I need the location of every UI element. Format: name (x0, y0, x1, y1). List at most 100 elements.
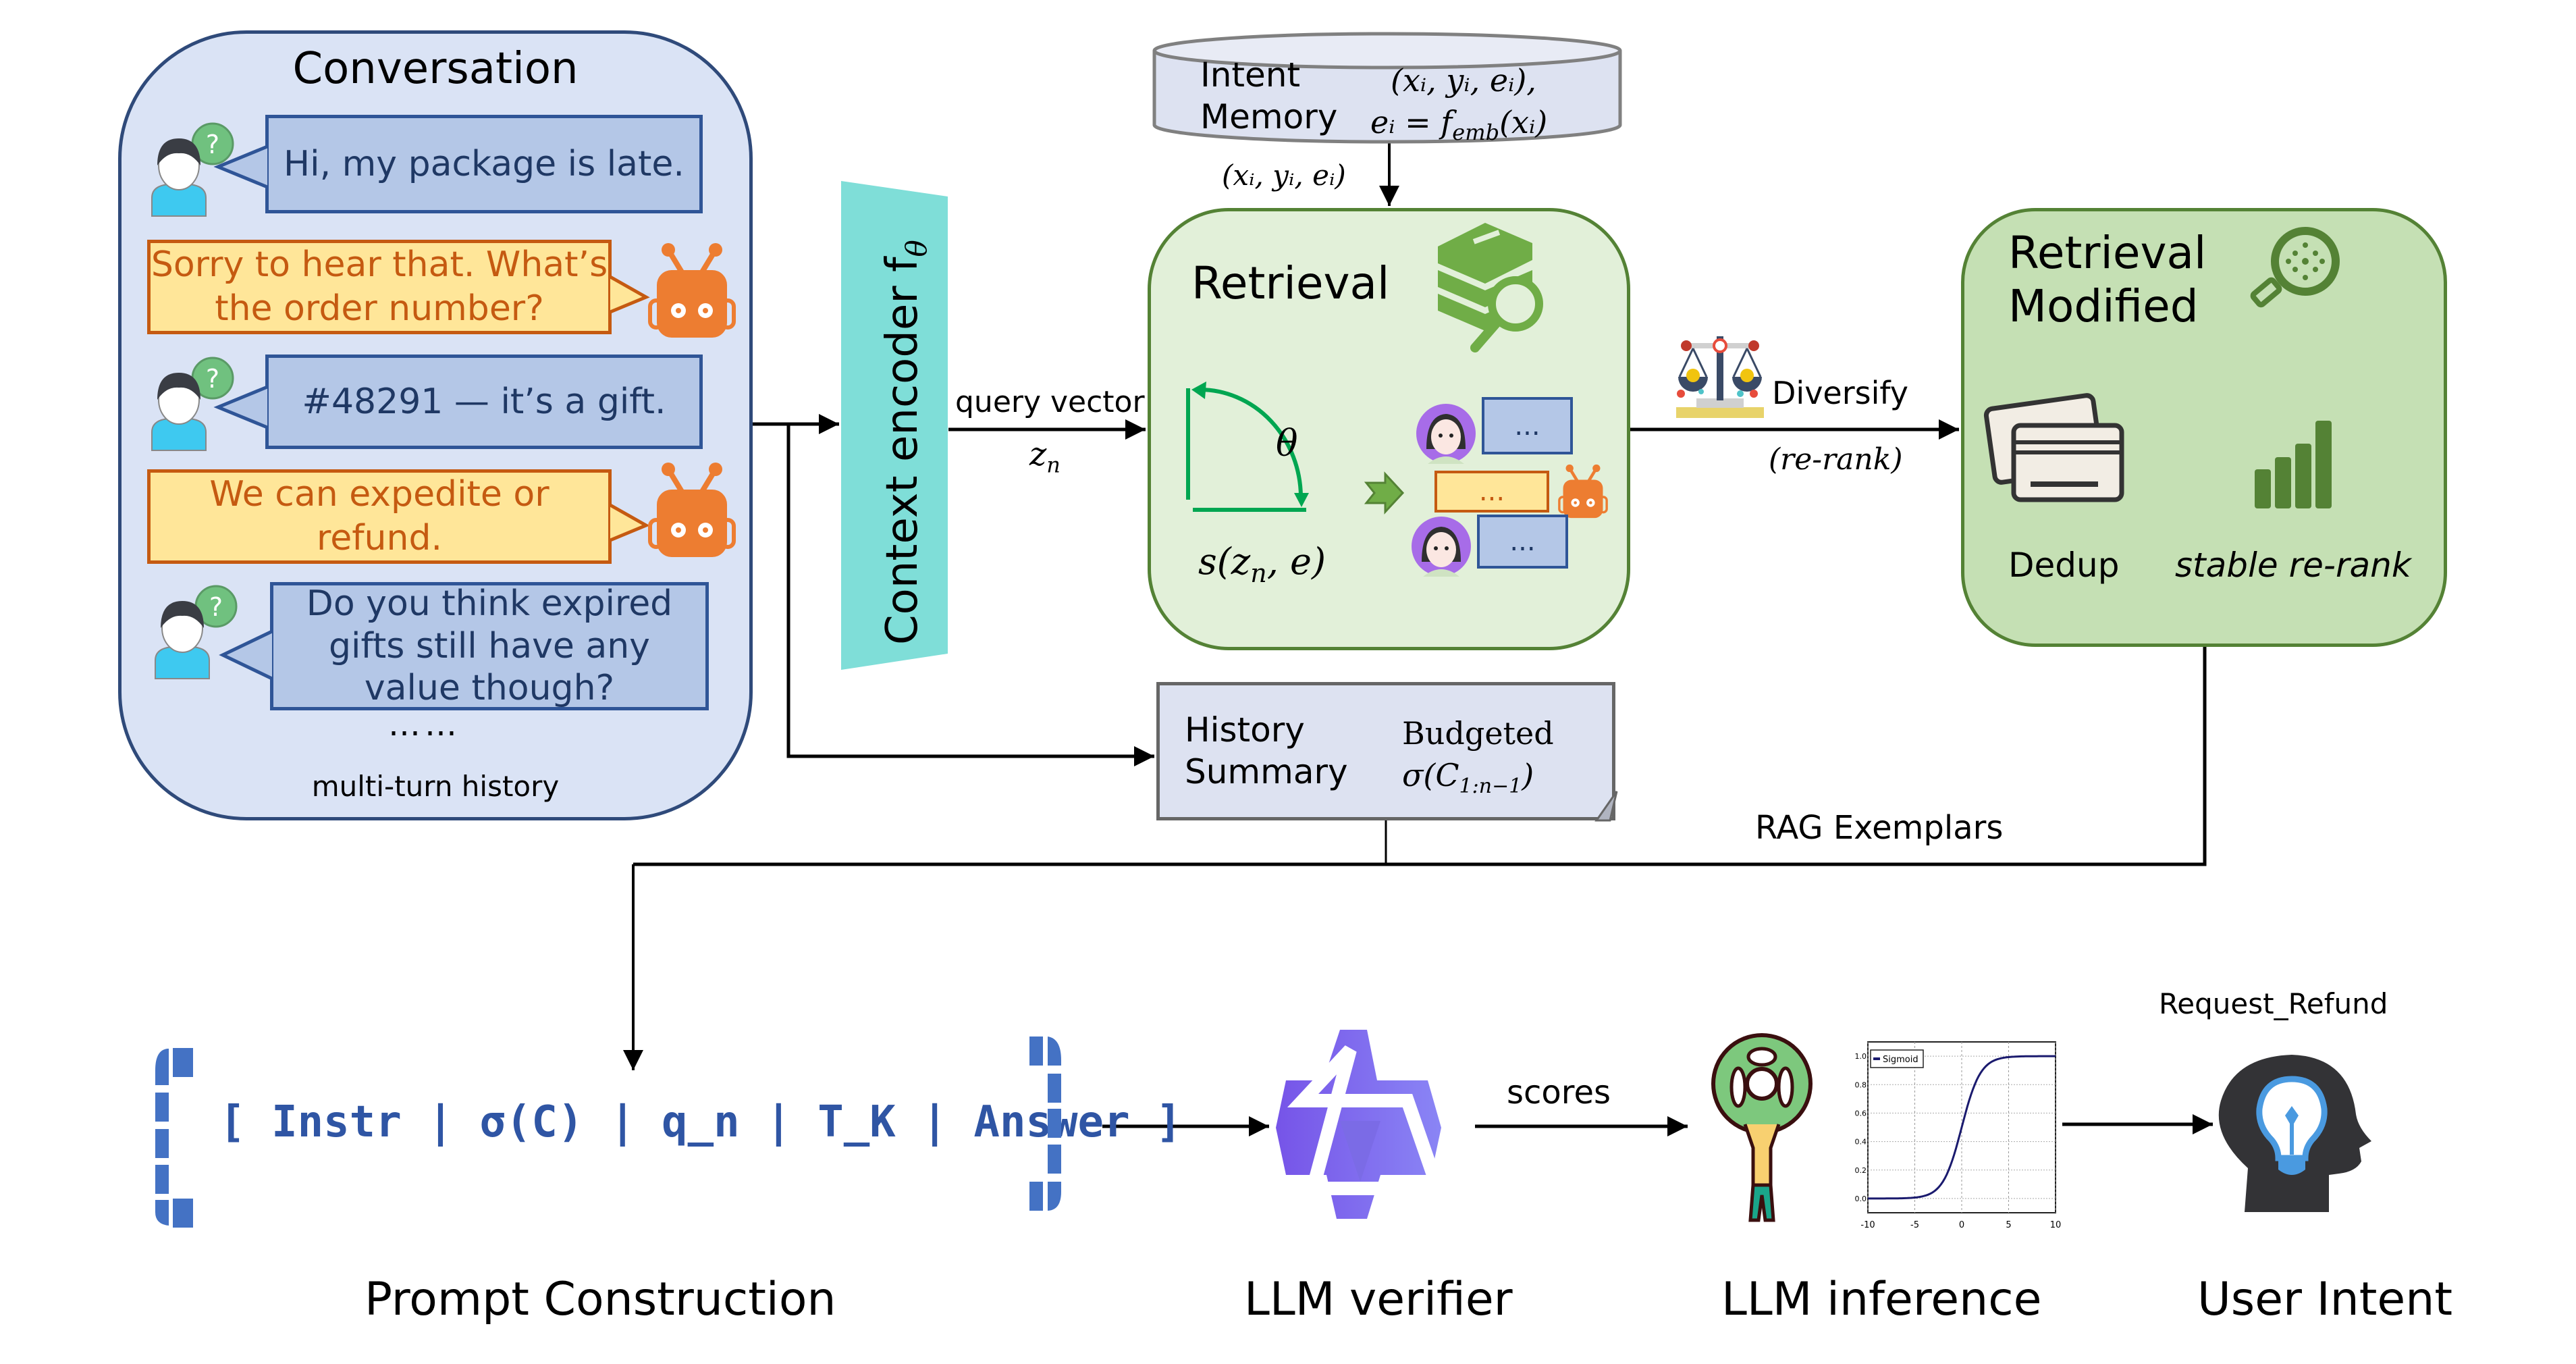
retrieval-title: Retrieval (1191, 257, 1390, 309)
retmod-title-line1: Retrieval (2008, 227, 2207, 279)
context-encoder-label: Context encoder fθ (878, 240, 933, 645)
sigmoid-y-tick-label: 0.8 (1855, 1080, 1867, 1089)
query-vector-label: query vector (955, 385, 1145, 419)
sigma-formula: σ(C1:n−1) (1402, 754, 1554, 808)
similarity-sub: n (1250, 558, 1267, 588)
budgeted-summary-formula: Budgeted σ(C1:n−1) (1402, 712, 1554, 808)
context-encoder-block (841, 181, 948, 670)
green-arrow-icon (1364, 471, 1405, 515)
formula-lhs: eᵢ = f (1370, 104, 1453, 140)
chat-bubble-user: Hi, my package is late. (265, 115, 703, 213)
sigmoid-y-tick-label: 0.0 (1855, 1195, 1867, 1203)
line-retmod-to-bus (633, 647, 2207, 866)
chat-bubble-agent: We can expedite or refund. (147, 469, 612, 564)
sigma-sub: 1:n−1 (1459, 775, 1522, 799)
query-vector-symbol: zn (1029, 436, 1061, 478)
similarity-tail: , e) (1266, 540, 1326, 583)
book-search-icon (1438, 223, 1543, 352)
sigma-tail: ) (1522, 757, 1534, 793)
dedup-label: Dedup (2008, 546, 2120, 585)
formula-sub: emb (1452, 120, 1500, 146)
user-avatar-icon: ? (155, 585, 238, 679)
sigmoid-curve (1868, 1055, 2056, 1200)
head-lightbulb-icon (2218, 1055, 2371, 1212)
formula-tuple: (xᵢ, yᵢ, eᵢ), (1391, 62, 1536, 99)
history-summary-card (1156, 682, 1615, 820)
sigmoid-y-tick-label: 1.0 (1855, 1052, 1867, 1061)
z-symbol: z (1029, 436, 1047, 473)
sigmoid-x-tick-label: 5 (2006, 1220, 2011, 1230)
page-curl-icon (1594, 791, 1618, 822)
user-intent-caption: User Intent (2197, 1273, 2453, 1326)
llm-verifier-caption: LLM verifier (1244, 1273, 1513, 1326)
intent-memory-line1: Intent (1200, 55, 1301, 95)
bubble-tail (213, 145, 268, 189)
sigmoid-y-tick-label: 0.4 (1855, 1138, 1867, 1147)
diversify-label: Diversify (1772, 375, 1908, 411)
history-line2: Summary (1185, 752, 1348, 791)
svg-text:?: ? (206, 364, 219, 394)
formula-embedding: eᵢ = femb(xᵢ) (1370, 101, 1547, 153)
right-bracket-icon (1029, 1037, 1061, 1211)
sigmoid-x-ticks: -10 -5 0 5 10 (1860, 1220, 2061, 1230)
intent-memory-cylinder (1152, 32, 1622, 144)
retrieved-agent-bubble: ... (1434, 471, 1549, 513)
sigmoid-legend-label: Sigmoid (1883, 1055, 1918, 1065)
conversation-caption: multi-turn history (311, 770, 560, 803)
chat-bubble-agent: Sorry to hear that. What’s the order num… (147, 240, 612, 334)
sigmoid-grid (1867, 1042, 2056, 1213)
similarity-text: s(z (1198, 540, 1251, 583)
retrieved-user-bubble: ... (1482, 397, 1573, 454)
rerank-label: (re-rank) (1769, 442, 1903, 477)
user-avatar-icon: ? (151, 122, 234, 217)
prompt-template: [ Instr | σ(C) | q_n | T_K | Answer ] (219, 1097, 1182, 1147)
arrow-conv-to-history (786, 424, 1154, 766)
budgeted-label: Budgeted (1402, 715, 1554, 752)
retrieved-user-avatar-icon (1412, 517, 1471, 577)
cards-dedup-icon (1983, 393, 2124, 502)
chat-bubble-user: Do you think expired gifts still have an… (270, 582, 709, 710)
robot-icon (1558, 464, 1608, 519)
user-avatar-icon: ? (151, 357, 234, 451)
sigmoid-x-tick-label: -5 (1910, 1220, 1919, 1230)
encoder-text: Context encoder f (878, 257, 928, 645)
gear-person-icon (1711, 1033, 1813, 1222)
magnifier-filter-icon (2250, 227, 2340, 308)
sigmoid-x-tick-label: -10 (1860, 1220, 1875, 1230)
intent-memory-label: Intent Memory (1200, 54, 1337, 138)
intent-memory-line2: Memory (1200, 97, 1338, 136)
sigmoid-y-ticks: 0.00.20.40.60.81.0 (1855, 1052, 1867, 1203)
angle-theta-label: θ (1276, 422, 1298, 465)
retrieval-modified-title: Retrieval Modified (2008, 226, 2206, 333)
memory-edge-label: (xᵢ, yᵢ, eᵢ) (1222, 159, 1346, 192)
retrieved-user-avatar-icon (1416, 404, 1476, 464)
retrieved-user-bubble: ... (1477, 515, 1568, 569)
bar-chart-rerank-icon (2255, 421, 2332, 508)
bubble-tail (609, 275, 650, 314)
sigmoid-y-tick-label: 0.2 (1855, 1166, 1867, 1175)
bubble-tail (609, 503, 650, 542)
sigma-lhs: σ(C (1402, 757, 1459, 793)
encoder-subscript: θ (899, 240, 933, 257)
bubble-tail (213, 385, 268, 429)
chat-bubble-user: #48291 — it’s a gift. (265, 355, 703, 449)
svg-text:?: ? (209, 592, 223, 622)
left-bracket-icon (155, 1048, 193, 1228)
sigmoid-x-tick-label: 0 (1959, 1220, 1964, 1230)
history-line1: History (1185, 710, 1305, 750)
sigmoid-x-tick-label: 10 (2050, 1220, 2062, 1230)
cosine-angle-diagram (1186, 382, 1309, 512)
prompt-construction-caption: Prompt Construction (365, 1273, 836, 1326)
similarity-label: s(zn, e) (1198, 540, 1326, 588)
z-subscript: n (1046, 452, 1061, 478)
bubble-tail (219, 629, 273, 681)
robot-icon (648, 463, 736, 557)
stable-rerank-label: stable re-rank (2175, 546, 2411, 585)
retmod-title-line2: Modified (2008, 280, 2199, 333)
robot-icon (648, 243, 736, 338)
intent-memory-formula: (xᵢ, yᵢ, eᵢ), eᵢ = femb(xᵢ) (1370, 59, 1547, 153)
formula-tail: (xᵢ) (1499, 104, 1548, 140)
rag-exemplars-label: RAG Exemplars (1755, 809, 2004, 847)
